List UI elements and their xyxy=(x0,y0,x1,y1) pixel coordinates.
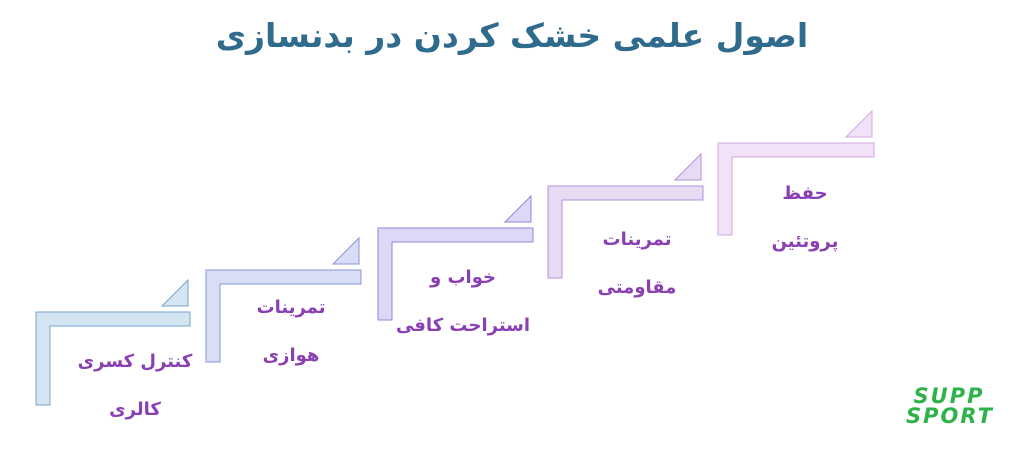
step-4-bracket xyxy=(547,185,704,279)
step-1-triangle xyxy=(160,278,189,307)
diagram-title: اصول علمی خشک کردن در بدنسازی xyxy=(215,16,809,55)
step-5-bracket xyxy=(717,142,875,236)
step-3-bracket xyxy=(377,227,534,321)
step-5-triangle xyxy=(844,109,873,138)
step-2-triangle xyxy=(331,236,360,265)
step-4-triangle xyxy=(673,152,702,181)
step-1-bracket xyxy=(35,311,191,406)
step-2-bracket xyxy=(205,269,362,363)
step-3-triangle xyxy=(503,194,532,223)
supp-sport-logo: SUPP SPORT xyxy=(906,384,994,428)
